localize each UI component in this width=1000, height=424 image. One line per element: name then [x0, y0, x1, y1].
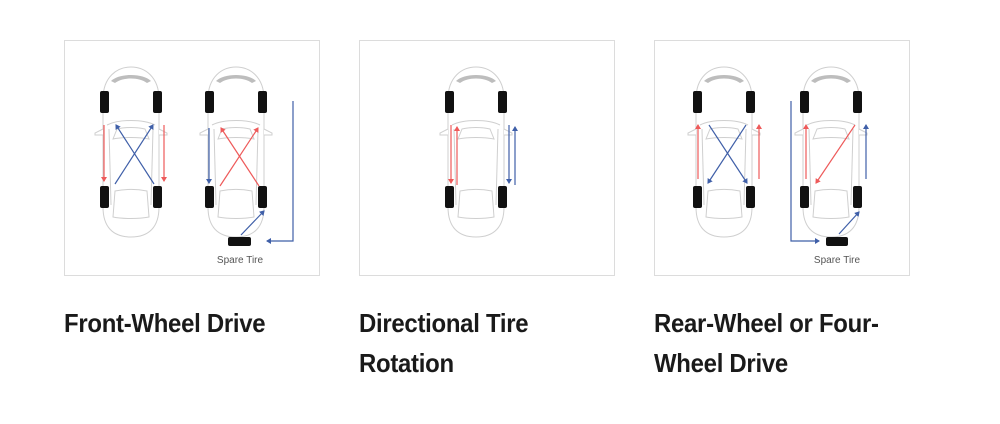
- spare-tire-icon: [826, 237, 848, 246]
- title-rear-or-four-wheel-drive: Rear-Wheel or Four-Wheel Drive: [654, 308, 879, 378]
- spare-tire-label: Spare Tire: [217, 255, 264, 266]
- diagram-rear-or-four-wheel-drive: Spare Tire: [654, 40, 910, 276]
- diagram-front-wheel-drive: Spare Tire: [64, 40, 320, 276]
- spare-tire-icon: [228, 237, 251, 246]
- rear-four-wheel-drive-diagram: Spare Tire: [687, 66, 869, 266]
- spare-tire-label: Spare Tire: [814, 255, 861, 266]
- diagram-directional-tire-rotation: [359, 40, 615, 276]
- title-directional-tire-rotation: Directional Tire Rotation: [359, 308, 529, 378]
- title-front-wheel-drive: Front-Wheel Drive: [64, 308, 266, 338]
- directional-rotation-diagram: [439, 66, 518, 238]
- front-wheel-drive-diagram: Spare Tire: [94, 66, 294, 266]
